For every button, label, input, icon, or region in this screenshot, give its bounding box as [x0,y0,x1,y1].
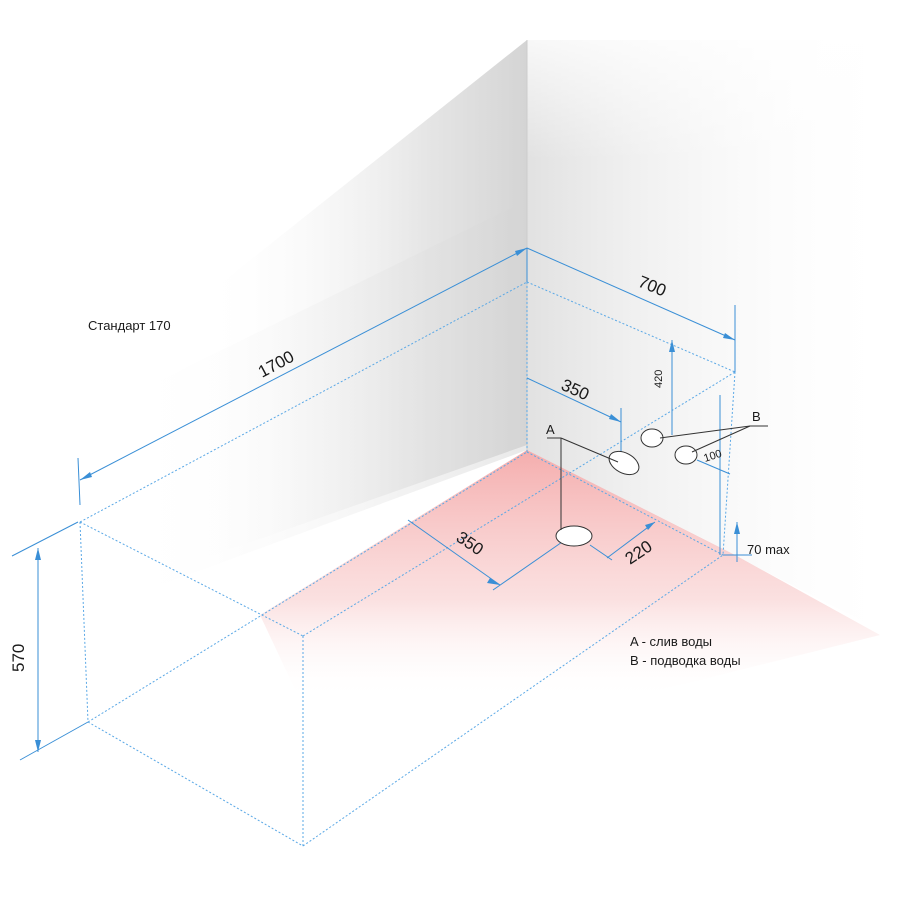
drain-wall-hole [608,450,640,476]
marker-drain: A [546,422,619,530]
height-label: 570 [9,644,28,672]
supply-marker-label: B [752,409,761,424]
diagram-title: Стандарт 170 [88,318,171,333]
floor-highlight [260,450,880,700]
supply-hole-2 [674,445,698,465]
drain-floor-hole [555,525,593,547]
dimension-drain-max: 70 max [723,522,790,562]
supply-hole-1 [640,428,664,448]
dimension-supply-spacing: 100 [696,395,731,555]
legend-drain: A - слив воды [630,634,712,649]
dimension-height: 570 [9,521,89,761]
legend-supply: B - подводка воды [630,653,741,668]
marker-supply: B [659,409,768,453]
bathtub-outline [79,281,736,847]
drain-max-label: 70 max [747,542,790,557]
supply-height-label: 420 [653,370,665,388]
supply-spacing-label: 100 [702,448,723,465]
drain-marker-label: A [546,422,555,437]
wall-shading [120,0,900,640]
dimension-supply-height: 420 [653,340,675,435]
legend: A - слив воды B - подводка воды [630,634,741,668]
